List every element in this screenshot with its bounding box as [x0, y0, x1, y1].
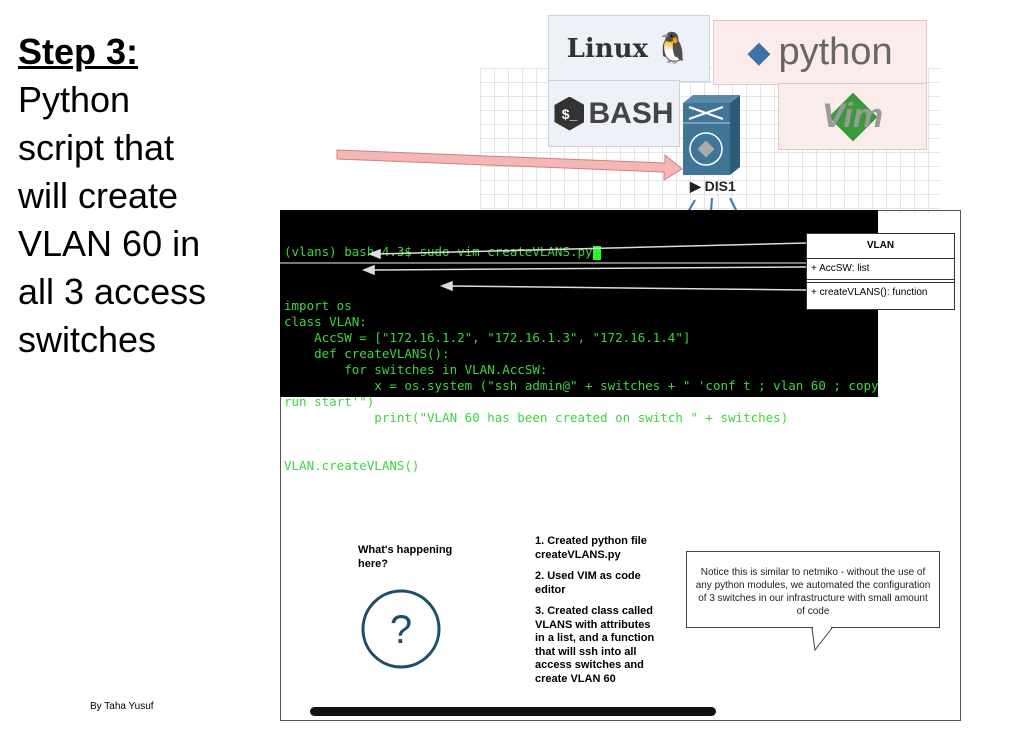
whats-happening-label: What's happening here?: [358, 544, 453, 570]
uml-class-box: VLAN + AccSW: list + createVLANS(): func…: [806, 233, 955, 310]
linux-logo-text: Linux: [566, 33, 649, 64]
vim-logo-text: Vim: [821, 97, 884, 135]
python-logo: ◆python: [713, 20, 927, 85]
penguin-icon: 🐧: [654, 31, 692, 66]
switch-icon: [683, 95, 740, 175]
question-icon: ?: [361, 589, 441, 669]
title-line: Python: [18, 79, 131, 120]
title-line: script that: [18, 127, 175, 168]
device-name: DIS1: [704, 178, 736, 194]
code-line: VLAN.createVLANS(): [284, 458, 420, 473]
svg-text:?: ?: [390, 608, 412, 652]
uml-method: + createVLANS(): function: [811, 287, 928, 298]
title-line: VLAN 60 in: [18, 223, 201, 264]
terminal-window[interactable]: (vlans) bash-4.3$ sudo vim createVLANS.p…: [280, 210, 879, 473]
code-line: for switches in VLAN.AccSW:: [284, 362, 548, 377]
vim-logo: Vim: [778, 83, 927, 150]
cursor: [592, 245, 601, 260]
horizontal-scrollbar[interactable]: [310, 707, 716, 716]
code-line: print("VLAN 60 has been created on switc…: [284, 410, 789, 425]
steps-list: 1. Created python file createVLANS.py 2.…: [535, 535, 655, 694]
callout-tail: [811, 627, 834, 652]
bash-logo-text: BASH: [588, 96, 674, 130]
uml-class-name: VLAN: [807, 234, 954, 259]
python-snake-icon: ◆: [747, 36, 771, 69]
code-line: x = os.system ("ssh admin@" + switches +…: [284, 378, 879, 393]
code-line: class VLAN:: [284, 314, 367, 329]
linux-logo: Linux🐧: [548, 15, 710, 82]
title-line: switches: [18, 319, 157, 360]
title-line: will create: [18, 175, 179, 216]
device-label: ▶ DIS1: [690, 178, 736, 194]
pointer-arrow: [336, 149, 683, 181]
slide-title: Step 3: Python script that will create V…: [18, 28, 206, 364]
step-item: 3. Created class called VLANS with attri…: [535, 605, 655, 685]
code-line: import os: [284, 298, 352, 313]
note-callout: Notice this is similar to netmiko - with…: [686, 551, 940, 628]
bash-logo: $_BASH: [548, 80, 680, 147]
step-item: 2. Used VIM as code editor: [535, 570, 641, 596]
note-text: Notice this is similar to netmiko - with…: [695, 567, 931, 617]
step-heading: Step 3:: [18, 31, 139, 72]
code-line: AccSW = ["172.16.1.2", "172.16.1.3", "17…: [284, 330, 691, 345]
author-byline: By Taha Yusuf: [90, 701, 154, 712]
uml-attribute: + AccSW: list: [807, 259, 954, 283]
python-logo-text: python: [778, 31, 893, 73]
code-line: def createVLANS():: [284, 346, 450, 361]
title-line: all 3 access: [18, 271, 207, 312]
step-item: 1. Created python file createVLANS.py: [535, 535, 647, 561]
code-line: run start'"): [284, 394, 375, 409]
